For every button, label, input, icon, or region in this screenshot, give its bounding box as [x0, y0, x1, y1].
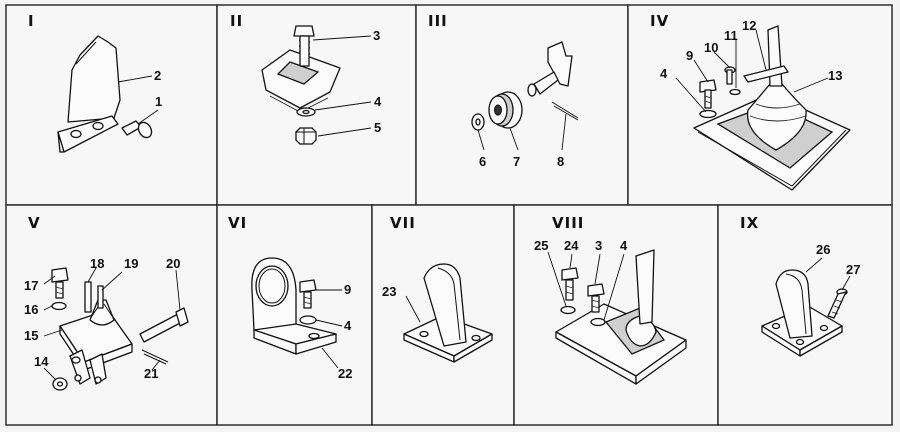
- part-number-11: 11: [724, 28, 738, 43]
- pivot-pin: [84, 281, 92, 313]
- part-number-9: 9: [686, 48, 693, 63]
- lever-upright: [775, 269, 813, 339]
- part-number-17: 17: [24, 278, 38, 293]
- washer: [299, 315, 317, 325]
- gear-lever: [635, 249, 655, 325]
- part-number-4: 4: [374, 94, 382, 109]
- rubber-boot: [746, 83, 807, 151]
- part-number-3: 3: [373, 28, 380, 43]
- panel-label-IV: IV: [650, 12, 669, 30]
- nut: [295, 127, 317, 145]
- link-arm: [89, 353, 107, 385]
- washer: [590, 317, 606, 327]
- panel-label-V: V: [28, 214, 41, 232]
- panel-IV-drawing: [693, 25, 851, 191]
- part-number-20: 20: [166, 256, 180, 271]
- bolt: [293, 25, 315, 67]
- pin-shaft: [533, 71, 559, 95]
- part-number-18: 18: [90, 256, 104, 271]
- part-number-25: 25: [534, 238, 548, 253]
- part-number-14: 14: [34, 354, 49, 369]
- part-number-4-viii: 4: [620, 238, 628, 253]
- part-number-4-vi: 4: [344, 318, 352, 333]
- part-number-22: 22: [338, 366, 352, 381]
- part-number-5: 5: [374, 120, 381, 135]
- part-number-10: 10: [704, 40, 718, 55]
- lever-bracket: [547, 41, 573, 87]
- flange-hole: [70, 129, 82, 139]
- lever-upright: [423, 263, 467, 347]
- panel-III-drawing: [471, 41, 579, 131]
- washer: [699, 109, 717, 119]
- panel-VIII-drawing: [555, 249, 687, 385]
- panel-VI-drawing: [251, 257, 337, 355]
- panel-V-drawing: [51, 267, 189, 391]
- panel-label-III: III: [428, 12, 448, 30]
- part-number-19: 19: [124, 256, 138, 271]
- flange-hole: [92, 121, 104, 131]
- part-number-9-vi: 9: [344, 282, 351, 297]
- retainer-plate: [743, 65, 789, 83]
- part-number-16: 16: [24, 302, 38, 317]
- part-number-15: 15: [24, 328, 38, 343]
- part-number-4-iv: 4: [660, 66, 668, 81]
- panel-label-VII: VII: [390, 214, 416, 232]
- panel-label-VIII: VIII: [552, 214, 584, 232]
- panel-frame-II: [216, 4, 417, 206]
- part-number-27: 27: [846, 262, 860, 277]
- panel-label-VI: VI: [228, 214, 247, 232]
- bracket-plate: [67, 35, 121, 123]
- part-number-2: 2: [154, 68, 161, 83]
- cotter-pin: [551, 101, 579, 121]
- washer: [560, 305, 576, 315]
- panel-label-I: I: [28, 12, 35, 30]
- part-number-13: 13: [828, 68, 842, 83]
- part-number-23: 23: [382, 284, 396, 299]
- part-number-1: 1: [155, 94, 162, 109]
- washer: [51, 301, 67, 311]
- panel-label-IX: IX: [740, 214, 759, 232]
- part-number-26: 26: [816, 242, 830, 257]
- rubber-boot: [625, 315, 657, 347]
- pivot-pin: [97, 285, 104, 309]
- part-number-8: 8: [557, 154, 564, 169]
- part-number-21: 21: [144, 366, 158, 381]
- panel-IX-drawing: [761, 269, 848, 357]
- part-number-3-viii: 3: [595, 238, 602, 253]
- panel-label-II: II: [230, 12, 243, 30]
- screw: [121, 120, 153, 139]
- mount-hole: [308, 332, 320, 340]
- panel-VII-drawing: [403, 263, 493, 363]
- part-number-7: 7: [513, 154, 520, 169]
- part-number-6: 6: [479, 154, 486, 169]
- panel-I-drawing: [57, 35, 153, 153]
- cone-boss: [89, 299, 115, 326]
- panel-II-drawing: [261, 25, 341, 145]
- part-number-12: 12: [742, 18, 756, 33]
- part-number-24: 24: [564, 238, 579, 253]
- cotter-pin: [141, 349, 169, 365]
